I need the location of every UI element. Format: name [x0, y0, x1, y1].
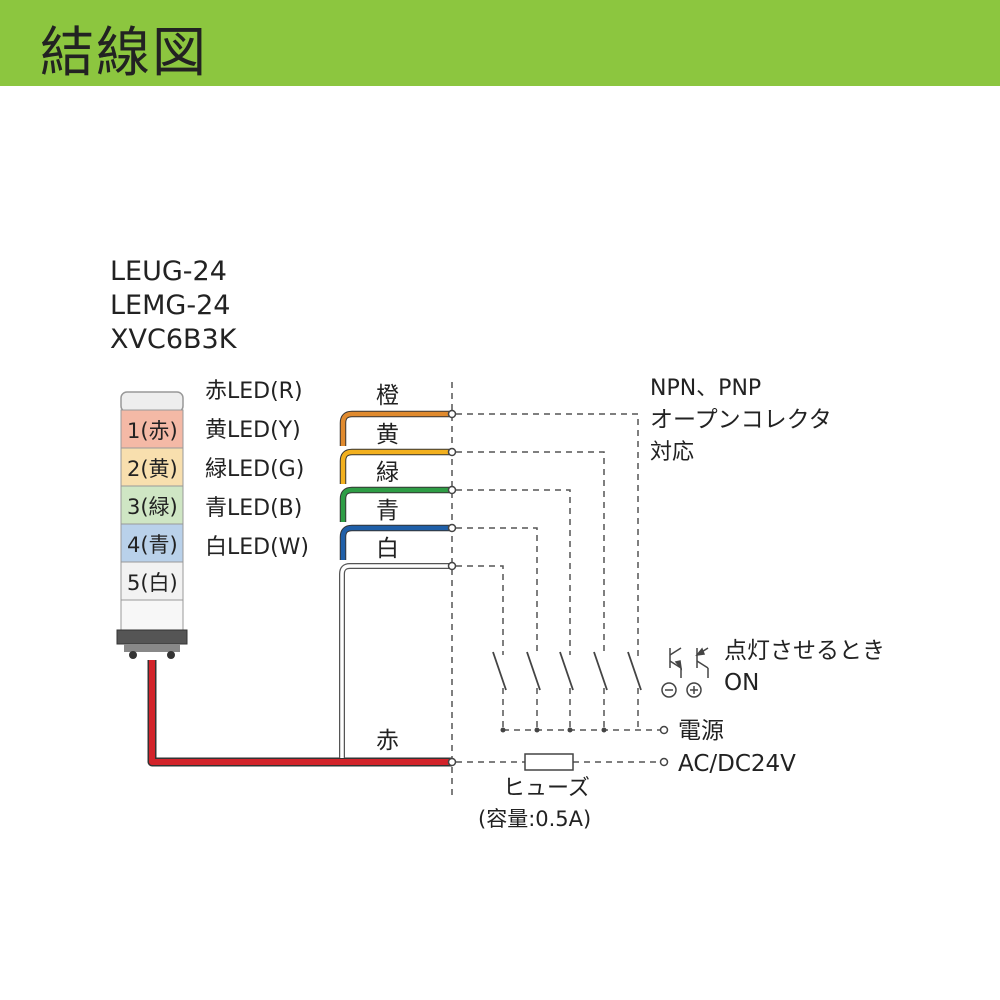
model-name: LEMG-24 [110, 290, 230, 321]
tier-label: 3(緑) [127, 495, 178, 519]
led-label: 赤LED(R) [205, 379, 303, 404]
wire-white [340, 564, 452, 758]
fuse-symbol [524, 753, 574, 771]
tier-label: 2(黄) [127, 457, 178, 481]
led-label: 白LED(W) [205, 535, 309, 560]
signal-tower: 1(赤) 2(黄) 3(緑) 4(青) 5(白) [116, 391, 188, 659]
on-note: ON [724, 670, 759, 696]
mount-screw [167, 651, 175, 659]
tower-tier-3 [120, 485, 184, 525]
wire-red [147, 660, 452, 767]
wire-label: 黄 [376, 422, 399, 448]
model-name: LEUG-24 [110, 256, 227, 287]
minus-terminal-icon [661, 682, 677, 698]
voltage-label: AC/DC24V [678, 751, 796, 777]
tower-tier-2 [120, 447, 184, 487]
signal-wires [339, 410, 452, 758]
tower-cap [120, 391, 184, 413]
tower-tier-5 [120, 561, 184, 601]
power-terminal [659, 757, 669, 767]
power-label: 電源 [678, 718, 724, 744]
power-terminal [659, 725, 669, 735]
tower-pole [120, 599, 184, 631]
mount-screw [129, 651, 137, 659]
led-label: 黄LED(Y) [205, 418, 301, 443]
tower-tier-4 [120, 523, 184, 563]
plus-terminal-icon [686, 682, 702, 698]
wire-label: 橙 [376, 383, 399, 409]
led-label: 緑LED(G) [205, 457, 304, 482]
terminals [447, 409, 457, 767]
wire-blue [340, 525, 452, 560]
transistor-symbols [661, 647, 709, 698]
header-bar: 結線図 [0, 0, 1000, 86]
model-name: XVC6B3K [110, 324, 238, 355]
tier-label: 5(白) [127, 571, 178, 595]
switches [492, 651, 642, 691]
tier-label: 1(赤) [127, 419, 178, 443]
tier-label: 4(青) [127, 533, 178, 557]
wire-label: 白 [376, 536, 399, 562]
lit-when-note: 点灯させるとき [724, 638, 885, 664]
led-label: 青LED(B) [205, 496, 302, 521]
open-collector-note: オープンコレクタ [650, 407, 832, 433]
junctions [500, 727, 607, 733]
wire-orange [340, 411, 452, 446]
tower-base [116, 629, 188, 645]
npn-pnp-note: NPN、PNP [650, 376, 761, 401]
wire-label: 赤 [376, 728, 399, 754]
wire-label: 緑 [376, 460, 399, 486]
wire-red-core [149, 660, 452, 765]
page-title: 結線図 [40, 21, 208, 84]
tower-mount [124, 644, 180, 652]
wire-yellow [340, 449, 452, 484]
supported-note: 対応 [650, 440, 694, 465]
wire-green [340, 487, 452, 522]
fuse-capacity-label: (容量:0.5A) [478, 807, 591, 831]
external-wiring [456, 413, 660, 763]
fuse-label: ヒューズ [503, 776, 590, 801]
wire-label: 青 [376, 498, 399, 524]
